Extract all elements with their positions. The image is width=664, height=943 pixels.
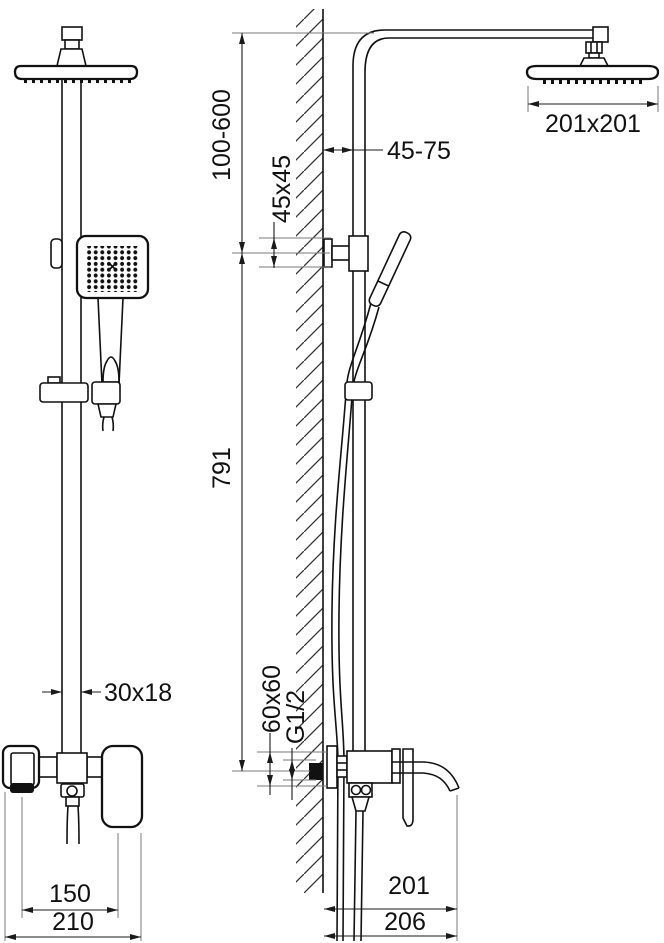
mixer-handle-side — [402, 748, 414, 827]
mixer-body-side — [346, 750, 393, 784]
dim-label-total-reach: 206 — [384, 908, 426, 936]
hand-shower-front — [75, 234, 150, 385]
dim-label-head-size: 201x201 — [545, 110, 641, 138]
mixer-spout-side — [392, 761, 460, 792]
dim-label-spout-to-handle: 150 — [49, 880, 91, 908]
mixer-body-front — [56, 752, 88, 784]
water-inlet-block — [309, 763, 323, 780]
spout-front — [10, 752, 35, 786]
spout-tip-front — [10, 783, 34, 793]
hand-shower-nozzle-front — [102, 356, 120, 383]
mixer-front — [1, 744, 144, 845]
dim-label-bracket-size: 45x45 — [268, 155, 296, 223]
dimension-annotations: 100-600 45x45 45-75 201x201 791 30x18 60… — [4, 32, 659, 941]
hand-shower-side — [368, 231, 412, 307]
dim-label-inlet-thread: G1/2 — [282, 690, 310, 744]
handset-holder-front — [91, 381, 121, 405]
escutcheon-side — [326, 745, 338, 789]
wall-bracket-side — [323, 235, 369, 272]
rain-head-connector-front — [55, 26, 88, 67]
rain-head-side — [525, 41, 660, 84]
mixer-side — [309, 745, 460, 942]
dim-label-mixer-width: 210 — [52, 908, 94, 936]
shower-hose-side — [331, 302, 380, 942]
rain-head-nozzles-front — [24, 79, 131, 83]
dim-label-height-adjust: 100-600 — [208, 89, 236, 181]
dim-label-wall-offset: 45-75 — [387, 137, 451, 165]
column-pipe-front — [61, 79, 82, 753]
front-view — [1, 26, 150, 845]
hose-front — [66, 805, 80, 845]
rain-head-nozzles-side — [543, 79, 642, 84]
dim-label-column-height: 791 — [208, 447, 236, 489]
rain-head-front — [13, 64, 139, 83]
wall-hatching — [296, 9, 323, 893]
hand-shower-spray-dots — [86, 246, 139, 292]
dim-label-escutcheon: 60x60 — [258, 665, 286, 733]
wall-bracket-front — [50, 238, 63, 269]
dim-label-spout-reach: 201 — [388, 872, 430, 900]
dim-label-pipe-profile: 30x18 — [104, 679, 172, 707]
side-view — [296, 9, 660, 942]
mixer-handle-front — [100, 744, 144, 829]
slider-clamp-front — [39, 376, 121, 432]
shower-arm-side — [352, 26, 609, 751]
hand-shower-handle-front — [97, 297, 124, 385]
slider-clamp-side — [344, 381, 373, 401]
